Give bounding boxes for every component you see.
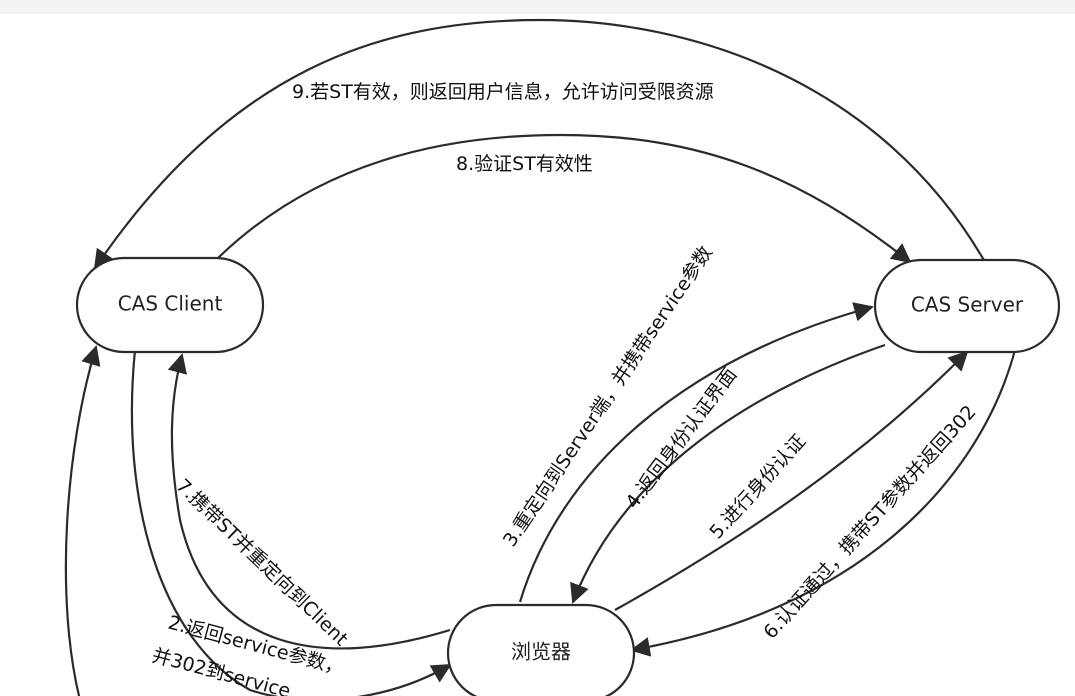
- label-step8: 8.验证ST有效性: [456, 153, 593, 175]
- edge-step8: [217, 133, 912, 264]
- edge-step7: [167, 353, 451, 650]
- edge-step2: [130, 349, 452, 696]
- node-cas-client[interactable]: CAS Client: [75, 256, 265, 354]
- node-browser-label: 浏览器: [511, 640, 571, 664]
- edge-step3: [518, 302, 874, 603]
- node-browser[interactable]: 浏览器: [446, 603, 636, 696]
- node-cas-server-label: CAS Server: [911, 293, 1024, 317]
- label-step3: 3.重定向到Server端，并携带service参数: [499, 242, 717, 551]
- label-step9: 9.若ST有效，则返回用户信息，允许访问受限资源: [292, 81, 714, 103]
- edge-client-left: [64, 345, 101, 696]
- top-bar: [0, 0, 1075, 14]
- edge-step9: [93, 18, 986, 270]
- edge-step6: [630, 349, 1017, 657]
- edge-step5: [614, 350, 969, 611]
- node-cas-client-label: CAS Client: [118, 292, 223, 316]
- node-cas-server[interactable]: CAS Server: [873, 258, 1061, 354]
- edge-step4: [570, 343, 886, 604]
- label-step5: 5.进行身份认证: [705, 430, 810, 543]
- label-step4: 4.返回身份认证界面: [621, 364, 741, 513]
